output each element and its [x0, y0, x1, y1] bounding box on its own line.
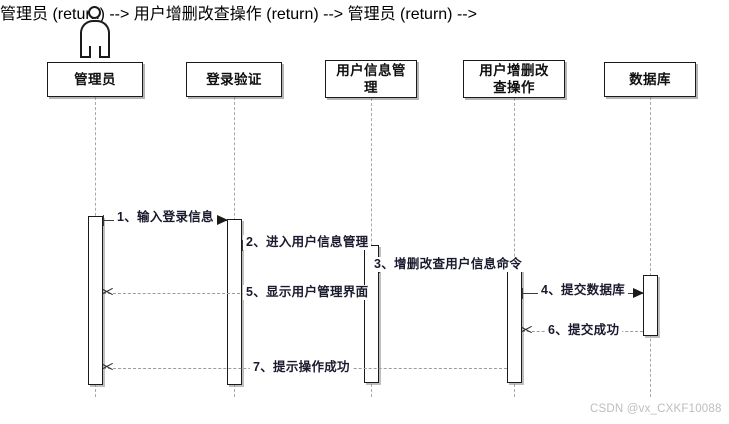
- participant-label-login: 登录验证: [206, 72, 262, 87]
- participant-label-crud: 用户增删改 查操作: [479, 63, 549, 95]
- actor-leg-right-icon: [99, 46, 110, 58]
- message-line-5: [103, 293, 364, 294]
- actor-person-icon: [75, 6, 115, 58]
- activation-bar-login: [227, 219, 242, 385]
- participant-label-database: 数据库: [629, 72, 671, 87]
- actor-torso-icon: [80, 20, 110, 47]
- message-stub-2: [242, 240, 243, 251]
- message-label-2: 2、进入用户信息管理: [243, 235, 372, 250]
- activation-bar-userinfo: [364, 245, 379, 383]
- lifeline-crud: [514, 98, 515, 397]
- message-label-6: 6、提交成功: [545, 323, 623, 338]
- message-label-7: 7、提示操作成功: [250, 360, 353, 375]
- participant-label-userinfo: 用户信息管理: [336, 63, 406, 95]
- message-label-5: 5、显示用户管理界面: [243, 285, 372, 300]
- participant-box-database[interactable]: 数据库: [604, 62, 696, 97]
- activation-bar-admin: [88, 216, 103, 385]
- arrowhead-right-1: [217, 215, 228, 225]
- participant-box-login[interactable]: 登录验证: [186, 62, 282, 97]
- lifeline-database: [650, 97, 651, 397]
- participant-label-admin: 管理员: [74, 72, 116, 87]
- actor-leg-left-icon: [80, 46, 91, 58]
- activation-bar-database: [643, 275, 658, 336]
- arrowhead-right-4: [633, 288, 644, 298]
- watermark-text: CSDN @vx_CXKF10088: [590, 403, 722, 415]
- message-label-3: 3、增删改查用户信息命令: [371, 257, 526, 272]
- message-stub-1: [103, 215, 104, 226]
- actor-head-icon: [88, 6, 101, 19]
- participant-box-crud[interactable]: 用户增删改 查操作: [463, 60, 565, 98]
- participant-box-userinfo[interactable]: 用户信息管理: [325, 60, 417, 98]
- activation-bar-crud: [507, 267, 522, 383]
- message-label-1: 1、输入登录信息: [114, 210, 217, 225]
- participant-box-admin[interactable]: 管理员: [47, 62, 143, 97]
- message-stub-4: [522, 288, 523, 299]
- message-label-4: 4、提交数据库: [538, 283, 629, 298]
